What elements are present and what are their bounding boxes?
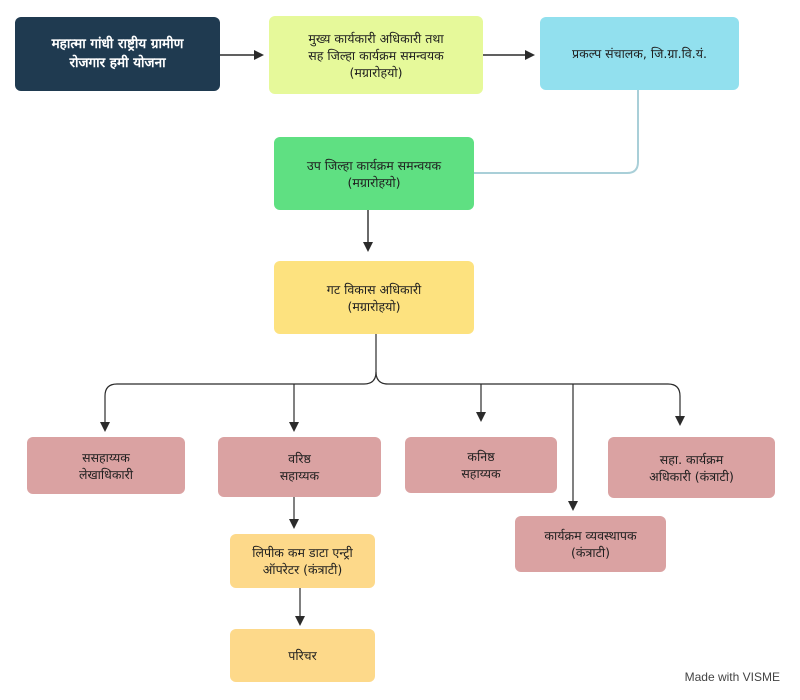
node-ceo-line2: सह जिल्हा कार्यक्रम समन्वयक [308, 47, 444, 63]
node-senior-assistant: वरिष्ठ सहाय्यक [218, 437, 381, 497]
node-assistant-accounts-officer: ससहाय्यक लेखाधिकारी [27, 437, 185, 494]
connector-project-director-to-deputy [474, 90, 639, 174]
node-mgnrega: महात्मा गांधी राष्ट्रीय ग्रामीण रोजगार ह… [15, 17, 220, 91]
node-ceo: मुख्य कार्यकारी अधिकारी तथा सह जिल्हा का… [269, 16, 483, 94]
node-junior-assistant-line2: सहाय्यक [461, 466, 501, 481]
node-deputy-coordinator-line2: (मग्रारोहयो) [347, 174, 401, 190]
node-mgnrega-line2: रोजगार हमी योजना [69, 55, 166, 71]
node-bdo-line1: गट विकास अधिकारी [326, 281, 422, 297]
node-bdo: गट विकास अधिकारी (मग्रारोहयो) [274, 261, 474, 334]
node-clerk-data-entry-line2: ऑपरेटर (कंत्राटी) [262, 562, 343, 577]
node-clerk-data-entry: लिपीक कम डाटा एन्ट्री ऑपरेटर (कंत्राटी) [230, 534, 375, 588]
node-junior-assistant: कनिष्ठ सहाय्यक [405, 437, 557, 493]
connector-bdo-branch-right [375, 371, 681, 397]
node-project-director-line1: प्रकल्प संचालक, जि.ग्रा.वि.यं. [572, 46, 707, 61]
node-ceo-line3: (मग्रारोहयो) [349, 64, 403, 80]
node-senior-assistant-line1: वरिष्ठ [288, 451, 311, 466]
node-deputy-coordinator-line1: उप जिल्हा कार्यक्रम समन्वयक [306, 157, 442, 173]
node-assistant-accounts-officer-line1: ससहाय्यक [82, 449, 130, 465]
node-project-director: प्रकल्प संचालक, जि.ग्रा.वि.यं. [540, 17, 739, 90]
node-ceo-line1: मुख्य कार्यकारी अधिकारी तथा [308, 30, 444, 46]
node-senior-assistant-line2: सहाय्यक [279, 468, 320, 483]
node-assistant-accounts-officer-line2: लेखाधिकारी [78, 466, 134, 482]
connector-bdo-branch [104, 334, 377, 397]
node-mgnrega-line1: महात्मा गांधी राष्ट्रीय ग्रामीण [51, 36, 184, 52]
node-asst-program-officer-line1: सहा. कार्यक्रम [659, 451, 724, 467]
node-attendant: परिचर [230, 629, 375, 682]
node-bdo-line2: (मग्रारोहयो) [347, 298, 401, 314]
node-deputy-coordinator: उप जिल्हा कार्यक्रम समन्वयक (मग्रारोहयो) [274, 137, 474, 210]
node-program-manager-line2: (कंत्राटी) [570, 545, 611, 560]
node-asst-program-officer: सहा. कार्यक्रम अधिकारी (कंत्राटी) [608, 437, 775, 498]
node-junior-assistant-line1: कनिष्ठ [467, 449, 495, 464]
node-clerk-data-entry-line1: लिपीक कम डाटा एन्ट्री [252, 545, 353, 560]
node-program-manager: कार्यक्रम व्यवस्थापक (कंत्राटी) [515, 516, 666, 572]
node-attendant-line1: परिचर [288, 648, 317, 663]
node-program-manager-line1: कार्यक्रम व्यवस्थापक [544, 528, 637, 543]
visme-watermark: Made with VISME [684, 670, 780, 684]
node-asst-program-officer-line2: अधिकारी (कंत्राटी) [649, 468, 734, 484]
